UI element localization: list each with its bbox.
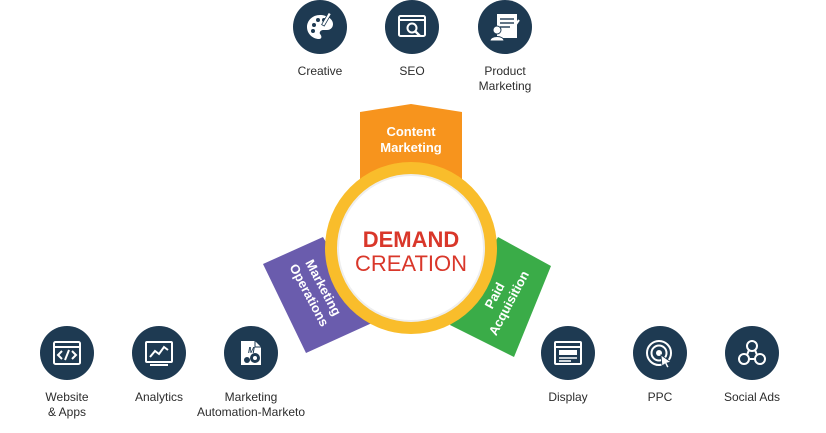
label-ppc: PPC <box>647 390 673 404</box>
label-creative: Creative <box>297 64 343 78</box>
center-hub: DEMAND CREATION <box>325 162 497 334</box>
svg-text:M: M <box>248 346 255 355</box>
code-window-icon <box>40 326 94 380</box>
label-marketing-automation: Marketing Automation-Marketo <box>196 390 306 419</box>
display-layout-icon <box>541 326 595 380</box>
label-product-marketing: Product Marketing <box>478 64 532 93</box>
segment-content-line2: Marketing <box>380 140 441 155</box>
analytics-chart-icon <box>132 326 186 380</box>
ppc-target-icon <box>633 326 687 380</box>
center-title-line2: CREATION <box>355 251 467 276</box>
center-title-line1: DEMAND <box>363 227 460 252</box>
product-marketing-icon <box>478 0 532 54</box>
segment-content-line1: Content <box>386 124 436 139</box>
label-analytics: Analytics <box>134 390 184 404</box>
label-display: Display <box>548 390 588 404</box>
marketo-gear-icon: M <box>224 326 278 380</box>
label-website-apps: Website & Apps <box>45 390 89 419</box>
social-network-icon <box>725 326 779 380</box>
seo-search-icon <box>385 0 439 54</box>
palette-icon <box>293 0 347 54</box>
label-seo: SEO <box>399 64 425 78</box>
center-disc <box>338 175 484 321</box>
label-social-ads: Social Ads <box>723 390 781 404</box>
